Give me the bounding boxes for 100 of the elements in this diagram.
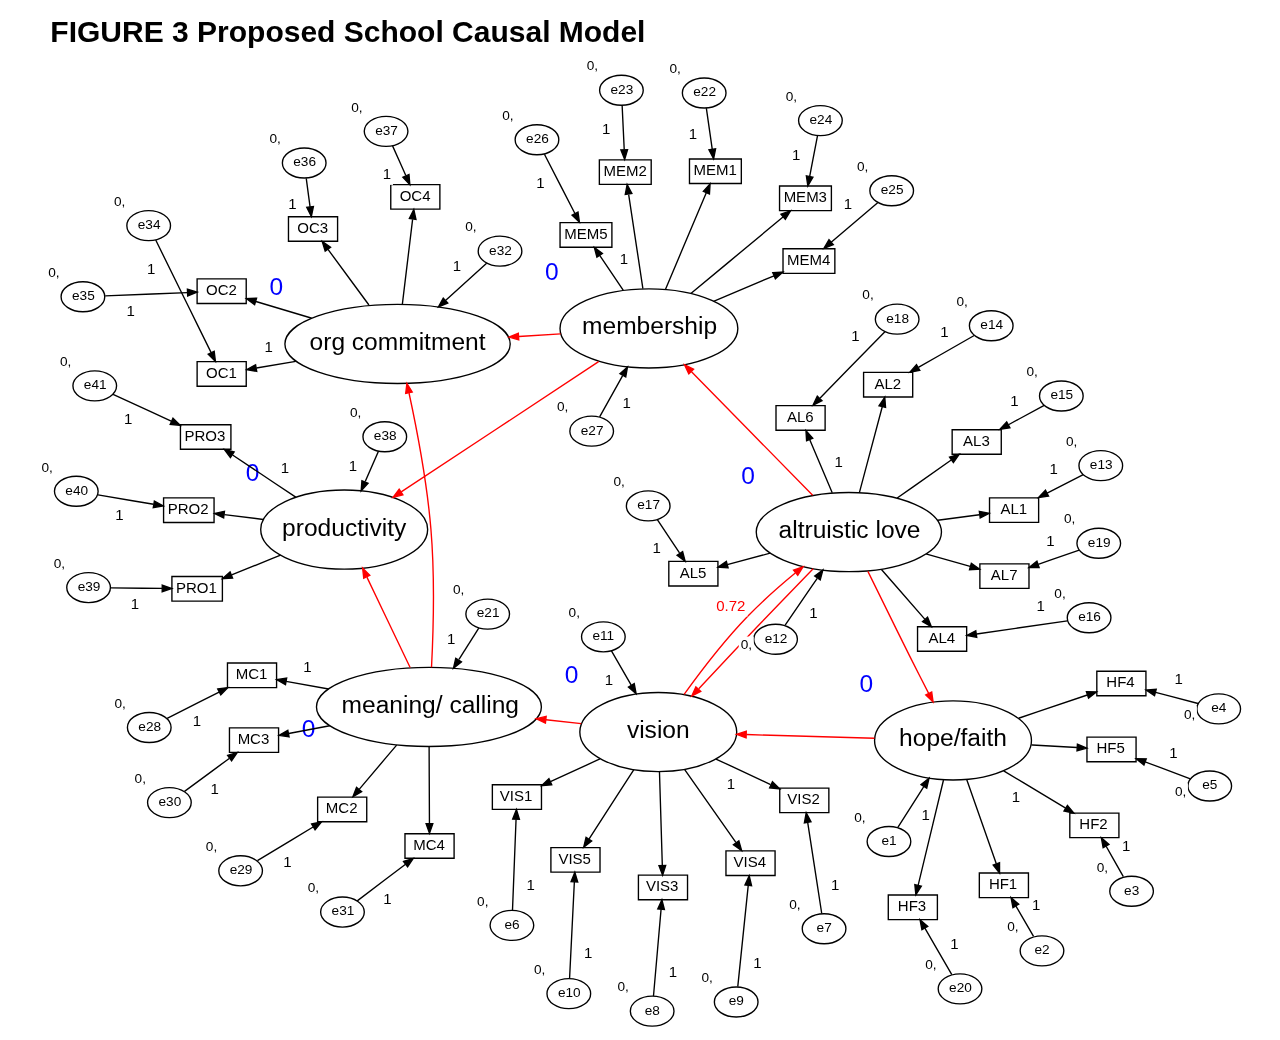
node-label: 0, (1096, 859, 1109, 875)
node-box: MEM4 (782, 248, 836, 275)
edge-label: 1 (348, 456, 358, 474)
arrow (715, 758, 782, 790)
arrow (908, 334, 975, 374)
node-ellipse: e30 (146, 786, 192, 819)
node-box: VIS1 (491, 784, 543, 810)
node-box: OC3 (287, 216, 339, 242)
node-label: 0, (789, 896, 801, 912)
edge-label: 1 (1122, 836, 1131, 854)
arrow (351, 744, 398, 799)
node-box: PRO3 (179, 424, 232, 450)
arrow (684, 768, 743, 853)
node-label: 0 (545, 257, 559, 285)
node-ellipse: e21 (465, 598, 511, 630)
edge-label: 1 (619, 250, 629, 268)
arrow (1100, 835, 1124, 878)
arrow (897, 776, 931, 829)
node-box: MEM2 (598, 159, 652, 186)
arrow (539, 758, 601, 787)
arrow (568, 870, 579, 979)
node-label: 0, (48, 265, 60, 281)
edge-label: 1 (283, 852, 292, 870)
node-ellipse: e8 (629, 995, 675, 1027)
arrow (658, 770, 667, 878)
edge-label: 1 (264, 338, 273, 356)
node-label: 0, (1026, 364, 1038, 380)
edge-label: 1 (446, 629, 456, 647)
edge-label: 1 (1046, 531, 1055, 549)
arrow (683, 565, 805, 696)
node-ellipse: e41 (72, 370, 118, 402)
arrow (244, 360, 297, 373)
node-label: 0, (350, 404, 362, 420)
node-ellipse: e36 (281, 147, 327, 179)
edge-label: 1 (147, 259, 156, 277)
node-ellipse: e16 (1066, 602, 1112, 634)
node-box: PRO2 (162, 497, 215, 524)
arrow (356, 857, 415, 902)
edge-label: 1 (192, 712, 202, 730)
edge-label: 1 (303, 657, 312, 675)
node-label: 0, (465, 219, 477, 235)
node-box: AL6 (775, 405, 826, 431)
arrow (1134, 757, 1191, 780)
arrow (593, 245, 624, 292)
node-ellipse: e27 (569, 415, 615, 447)
arrow (998, 404, 1045, 431)
arrow (582, 769, 635, 849)
arrow (1030, 743, 1089, 752)
arrow (305, 177, 315, 219)
edge-label: 1 (604, 670, 614, 688)
arrow (811, 331, 886, 407)
node-ellipse: e14 (968, 310, 1014, 342)
node-label: 0, (113, 193, 126, 209)
arrow (1010, 895, 1035, 937)
edge-label: 1 (526, 876, 535, 894)
arrow (436, 262, 488, 309)
edge-label: 1 (1036, 597, 1045, 615)
node-label: 0, (351, 99, 363, 115)
node-label: 0, (956, 293, 968, 309)
edge-label: 1 (834, 453, 843, 471)
node-ellipse: e17 (625, 490, 671, 522)
node-ellipse: e10 (546, 977, 592, 1010)
node-label: 0, (856, 158, 869, 174)
node-box: MEM5 (559, 222, 613, 248)
node-ellipse: e19 (1076, 527, 1122, 559)
node-box: AL5 (668, 560, 719, 587)
arrow (256, 820, 324, 862)
node-label: 0, (854, 809, 866, 825)
edge-label: 1 (652, 539, 661, 557)
node-box: MEM1 (688, 158, 742, 185)
node-label: 0, (669, 61, 681, 77)
arrow (880, 568, 933, 629)
arrow (425, 746, 434, 836)
arrow (452, 627, 480, 670)
edge-label: 1 (1174, 670, 1183, 688)
node-box: AL4 (916, 626, 968, 652)
arrow (598, 365, 629, 418)
arrow (964, 620, 1069, 639)
diagram-title: FIGURE 3 Proposed School Causal Model (50, 14, 646, 48)
node-label: 0, (862, 287, 874, 303)
edge-label: 1 (1011, 788, 1021, 806)
arrow (511, 807, 521, 911)
node-label: 0 (741, 461, 755, 489)
arrow (1027, 549, 1080, 569)
node-box: HF3 (887, 894, 939, 921)
arrow (401, 207, 417, 305)
node-label: 0, (534, 961, 546, 977)
node-ellipse: e23 (598, 74, 644, 106)
edge-label: 1 (688, 124, 698, 142)
node-box: MC4 (404, 833, 455, 859)
edge-label: 1 (536, 173, 545, 191)
edge-label: 1 (668, 962, 678, 980)
node-box: MEM3 (778, 185, 833, 212)
edge-label: 1 (791, 146, 801, 164)
node-ellipse: e31 (319, 896, 365, 928)
node-label: 0, (740, 637, 753, 653)
node-label: 0, (1183, 707, 1196, 723)
arrow (716, 552, 771, 569)
node-ellipse: meaning/ calling (315, 666, 543, 748)
node-ellipse: e6 (489, 909, 535, 942)
